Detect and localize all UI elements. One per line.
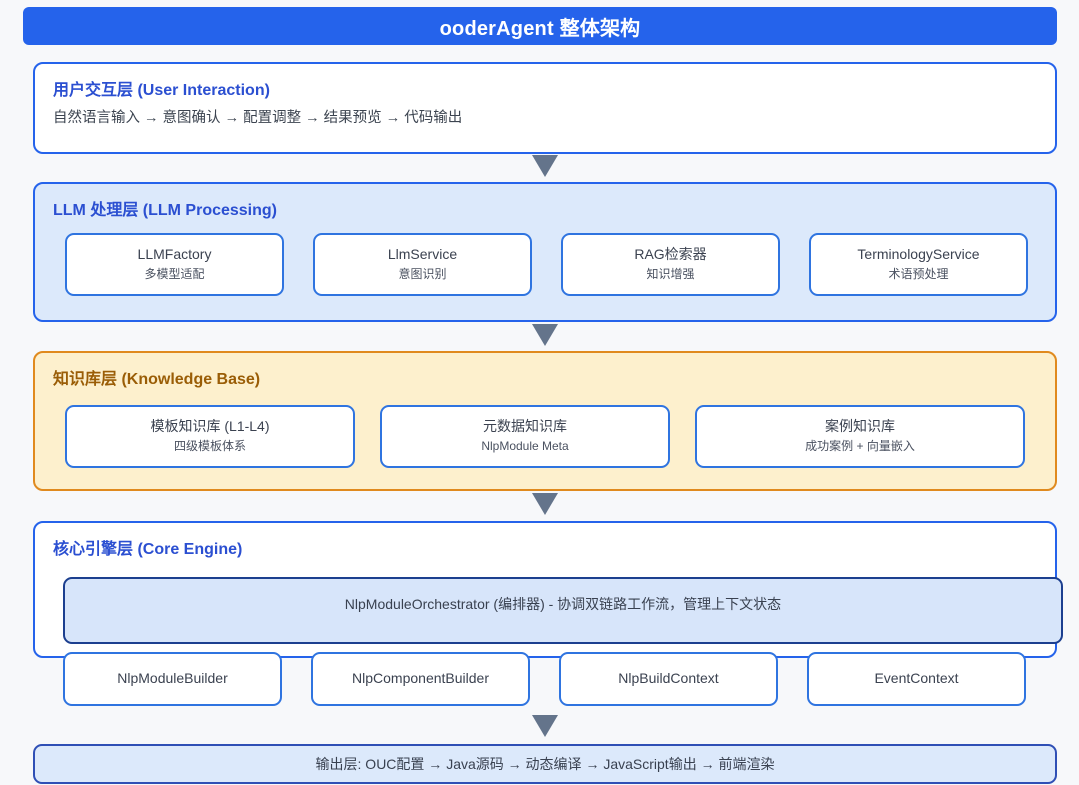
card-subtitle: 多模型适配 <box>144 266 205 281</box>
layer-knowledge-base: 知识库层 (Knowledge Base) 模板知识库 (L1-L4) 四级模板… <box>33 351 1057 491</box>
card-title: RAG检索器 <box>634 246 707 263</box>
card-event-context[interactable]: EventContext <box>807 652 1026 706</box>
output-layer-bar: 输出层: OUC配置 → Java源码 → 动态编译 → JavaScript输… <box>33 744 1057 784</box>
card-subtitle: 四级模板体系 <box>173 438 246 453</box>
card-case-kb[interactable]: 案例知识库 成功案例 + 向量嵌入 <box>695 405 1025 468</box>
card-subtitle: 知识增强 <box>646 266 695 281</box>
card-title: 案例知识库 <box>825 418 895 435</box>
card-nlp-module-builder[interactable]: NlpModuleBuilder <box>63 652 282 706</box>
card-subtitle: 意图识别 <box>398 266 447 281</box>
arrow-llm-to-kb <box>532 324 558 346</box>
card-title: NlpModuleBuilder <box>117 670 228 687</box>
card-llm-factory[interactable]: LLMFactory 多模型适配 <box>65 233 284 296</box>
layer-user-interaction-flow: 自然语言输入 → 意图确认 → 配置调整 → 结果预览 → 代码输出 <box>53 110 463 126</box>
layer-llm-processing-title: LLM 处理层 (LLM Processing) <box>53 202 278 219</box>
arrow-core-to-output <box>532 715 558 737</box>
card-title: 模板知识库 (L1-L4) <box>150 418 270 435</box>
card-nlp-component-builder[interactable]: NlpComponentBuilder <box>311 652 530 706</box>
orchestrator-box[interactable]: NlpModuleOrchestrator (编排器) - 协调双链路工作流，管… <box>63 577 1063 644</box>
orchestrator-label: NlpModuleOrchestrator (编排器) - 协调双链路工作流，管… <box>344 596 782 612</box>
output-layer-label: 输出层: OUC配置 → Java源码 → 动态编译 → JavaScript输… <box>315 756 775 772</box>
arrow-user-to-llm <box>532 155 558 177</box>
layer-user-interaction: 用户交互层 (User Interaction) 自然语言输入 → 意图确认 →… <box>33 62 1057 154</box>
card-title: TerminologyService <box>857 246 980 263</box>
card-subtitle: 术语预处理 <box>888 266 949 281</box>
layer-llm-processing: LLM 处理层 (LLM Processing) LLMFactory 多模型适… <box>33 182 1057 322</box>
card-nlp-build-context[interactable]: NlpBuildContext <box>559 652 778 706</box>
card-subtitle: 成功案例 + 向量嵌入 <box>805 438 915 453</box>
card-title: LLMFactory <box>137 246 212 263</box>
card-metadata-kb[interactable]: 元数据知识库 NlpModule Meta <box>380 405 670 468</box>
card-title: 元数据知识库 <box>483 418 567 435</box>
card-title: NlpComponentBuilder <box>352 670 489 687</box>
card-terminology-service[interactable]: TerminologyService 术语预处理 <box>809 233 1028 296</box>
card-template-kb[interactable]: 模板知识库 (L1-L4) 四级模板体系 <box>65 405 355 468</box>
arrow-kb-to-core <box>532 493 558 515</box>
layer-knowledge-base-title: 知识库层 (Knowledge Base) <box>53 371 261 388</box>
layer-user-interaction-title: 用户交互层 (User Interaction) <box>53 82 270 99</box>
diagram-title: ooderAgent 整体架构 <box>439 17 641 40</box>
card-title: NlpBuildContext <box>618 670 719 687</box>
diagram-header: ooderAgent 整体架构 <box>23 7 1057 45</box>
card-subtitle: NlpModule Meta <box>481 438 569 453</box>
layer-core-engine-title: 核心引擎层 (Core Engine) <box>53 541 243 558</box>
card-llm-service[interactable]: LlmService 意图识别 <box>313 233 532 296</box>
card-rag-retriever[interactable]: RAG检索器 知识增强 <box>561 233 780 296</box>
card-title: EventContext <box>874 670 959 687</box>
card-title: LlmService <box>387 246 458 263</box>
